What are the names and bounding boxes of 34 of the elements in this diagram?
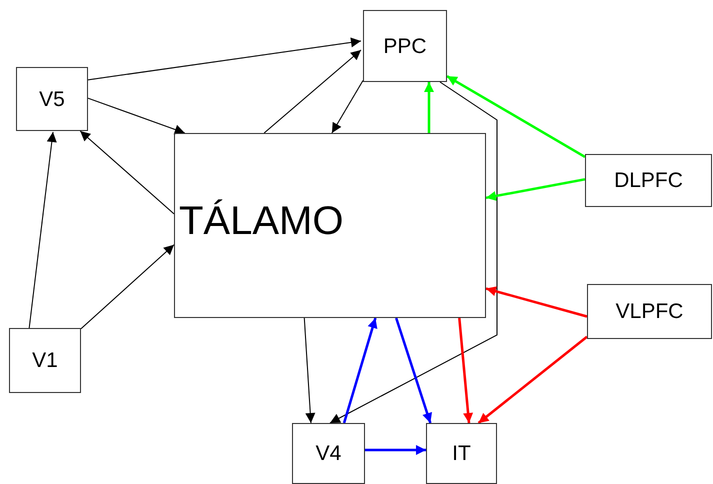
arrow	[331, 80, 364, 134]
area-label: IT	[452, 443, 471, 464]
area-label: DLPFC	[614, 170, 683, 191]
arrow	[395, 318, 432, 424]
arrow	[486, 286, 588, 318]
area-box	[363, 10, 447, 82]
arrow	[458, 318, 474, 424]
arrow	[264, 50, 362, 134]
arrow	[365, 445, 426, 455]
arrow	[88, 37, 362, 80]
area-box	[426, 423, 497, 484]
area-label: V5	[39, 88, 65, 110]
arrow	[478, 336, 588, 424]
arrow	[486, 178, 586, 201]
arrow	[304, 318, 316, 424]
arrow	[80, 130, 174, 214]
area-box	[9, 328, 81, 393]
area-label: V4	[316, 443, 342, 464]
area-box	[292, 423, 365, 484]
area-box	[587, 284, 712, 339]
arrow	[28, 132, 57, 328]
area-label: TÁLAMO	[179, 201, 344, 241]
region-box	[174, 133, 486, 318]
arrow	[88, 98, 186, 134]
arrow	[330, 82, 498, 424]
arrow	[80, 244, 174, 330]
area-box	[585, 154, 712, 207]
arrow	[446, 75, 586, 158]
arrow	[342, 318, 378, 424]
area-label: PPC	[383, 36, 427, 56]
area-box	[16, 67, 88, 131]
arrow	[424, 82, 434, 133]
area-label: VLPFC	[616, 301, 684, 322]
area-label: V1	[32, 350, 58, 371]
